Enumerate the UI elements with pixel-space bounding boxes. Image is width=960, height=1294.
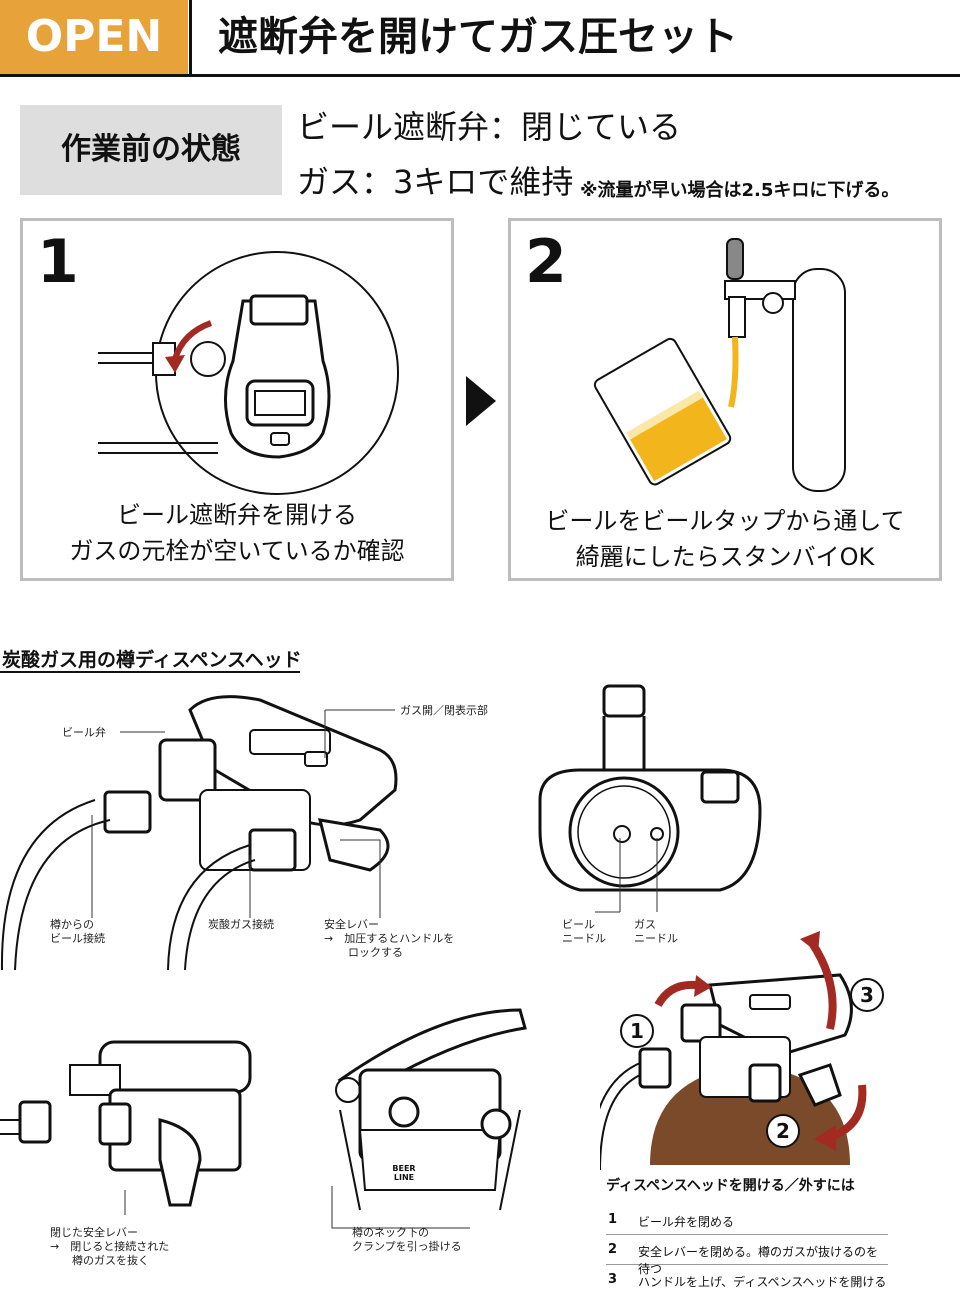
step-2-number: 2 [525,227,567,297]
next-arrow-icon [466,376,496,426]
instruction-text: ビール弁を閉める [638,1215,735,1229]
step-2-panel: 2 ビールをビールタップから通して 綺麗にしたらスタンバイOK [508,218,942,581]
callout-3: 3 [850,978,884,1012]
beer-line-text-2: LINE [393,1173,415,1182]
step-1-number: 1 [37,227,79,297]
label-clamp-1: 樽のネック下の [352,1226,429,1239]
clamp-illustration [331,1008,527,1229]
page-title: 遮断弁を開けてガス圧セット [218,14,738,60]
label-gas-needle-1: ガス [634,918,656,931]
section-rule [0,671,300,673]
header-divider [189,0,192,74]
label-beer-connect-2: ビール接続 [50,932,105,945]
label-clamp-2: クランプを引っ掛ける [352,1240,462,1253]
closed-lever-illustration [0,1040,252,1215]
instruction-number: 3 [608,1272,618,1287]
instructions-title: ディスペンスヘッドを開ける／外すには [606,1178,855,1194]
pre-state-label: 作業前の状態 [20,105,282,195]
pre-state-beer: ビール遮断弁：閉じている [297,108,682,146]
step-2-illustration [593,238,846,492]
step-1-panel: 1 ビール遮断弁を開ける ガスの元栓が空いているか確認 [20,218,454,581]
label-safety-lever: 安全レバー [324,918,379,931]
open-badge: OPEN [0,0,188,74]
step-1-caption-line2: ガスの元栓が空いているか確認 [69,537,405,565]
step-2-caption-line1: ビールをビールタップから通して [545,507,905,535]
instruction-number: 1 [608,1212,618,1227]
label-co2-connect: 炭酸ガス接続 [208,918,274,931]
section-title: 炭酸ガス用の樽ディスペンスヘッド [2,649,302,671]
label-closed-lever-note-2: 樽のガスを抜く [72,1254,149,1267]
callout-1: 1 [620,1014,654,1048]
label-safety-lever-note-1: → 加圧するとハンドルを [324,932,455,945]
callout-2: 2 [766,1114,800,1148]
coupler-side-illustration [0,695,398,970]
label-closed-lever-note-1: → 閉じると接続された [50,1240,170,1253]
pre-state-gas: ガス：3キロで維持 [297,163,574,201]
instruction-text: ハンドルを上げ、ディスペンスヘッドを開ける [638,1275,887,1289]
step-2-caption-line2: 綺麗にしたらスタンバイOK [575,543,875,571]
label-beer-valve: ビール弁 [62,726,106,739]
open-sequence-illustration [600,931,867,1170]
label-beer-needle-1: ビール [562,918,595,931]
label-gas-indicator: ガス開／閉表示部 [400,704,488,717]
label-closed-lever: 閉じた安全レバー [50,1226,138,1239]
instruction-text: 安全レバーを閉める。樽のガスが抜けるのを待つ [638,1245,879,1276]
label-beer-connect-1: 樽からの [50,918,94,931]
instruction-row: 1 ビール弁を閉める [606,1206,888,1235]
label-gas-needle-2: ニードル [634,932,678,945]
beer-line-text-1: BEER [392,1164,416,1173]
instruction-row: 3 ハンドルを上げ、ディスペンスヘッドを開ける [606,1266,888,1294]
instruction-row: 2 安全レバーを閉める。樽のガスが抜けるのを待つ [606,1236,888,1276]
step-1-caption-line1: ビール遮断弁を開ける [117,501,357,529]
pre-state-note: ※流量が早い場合は2.5キロに下げる。 [580,180,900,201]
step-1-illustration [98,251,399,495]
instruction-number: 2 [608,1242,618,1257]
coupler-bottom-illustration [538,684,762,913]
label-safety-lever-note-2: ロックする [348,946,403,959]
header-rule [0,74,960,77]
label-beer-needle-2: ニードル [562,932,606,945]
